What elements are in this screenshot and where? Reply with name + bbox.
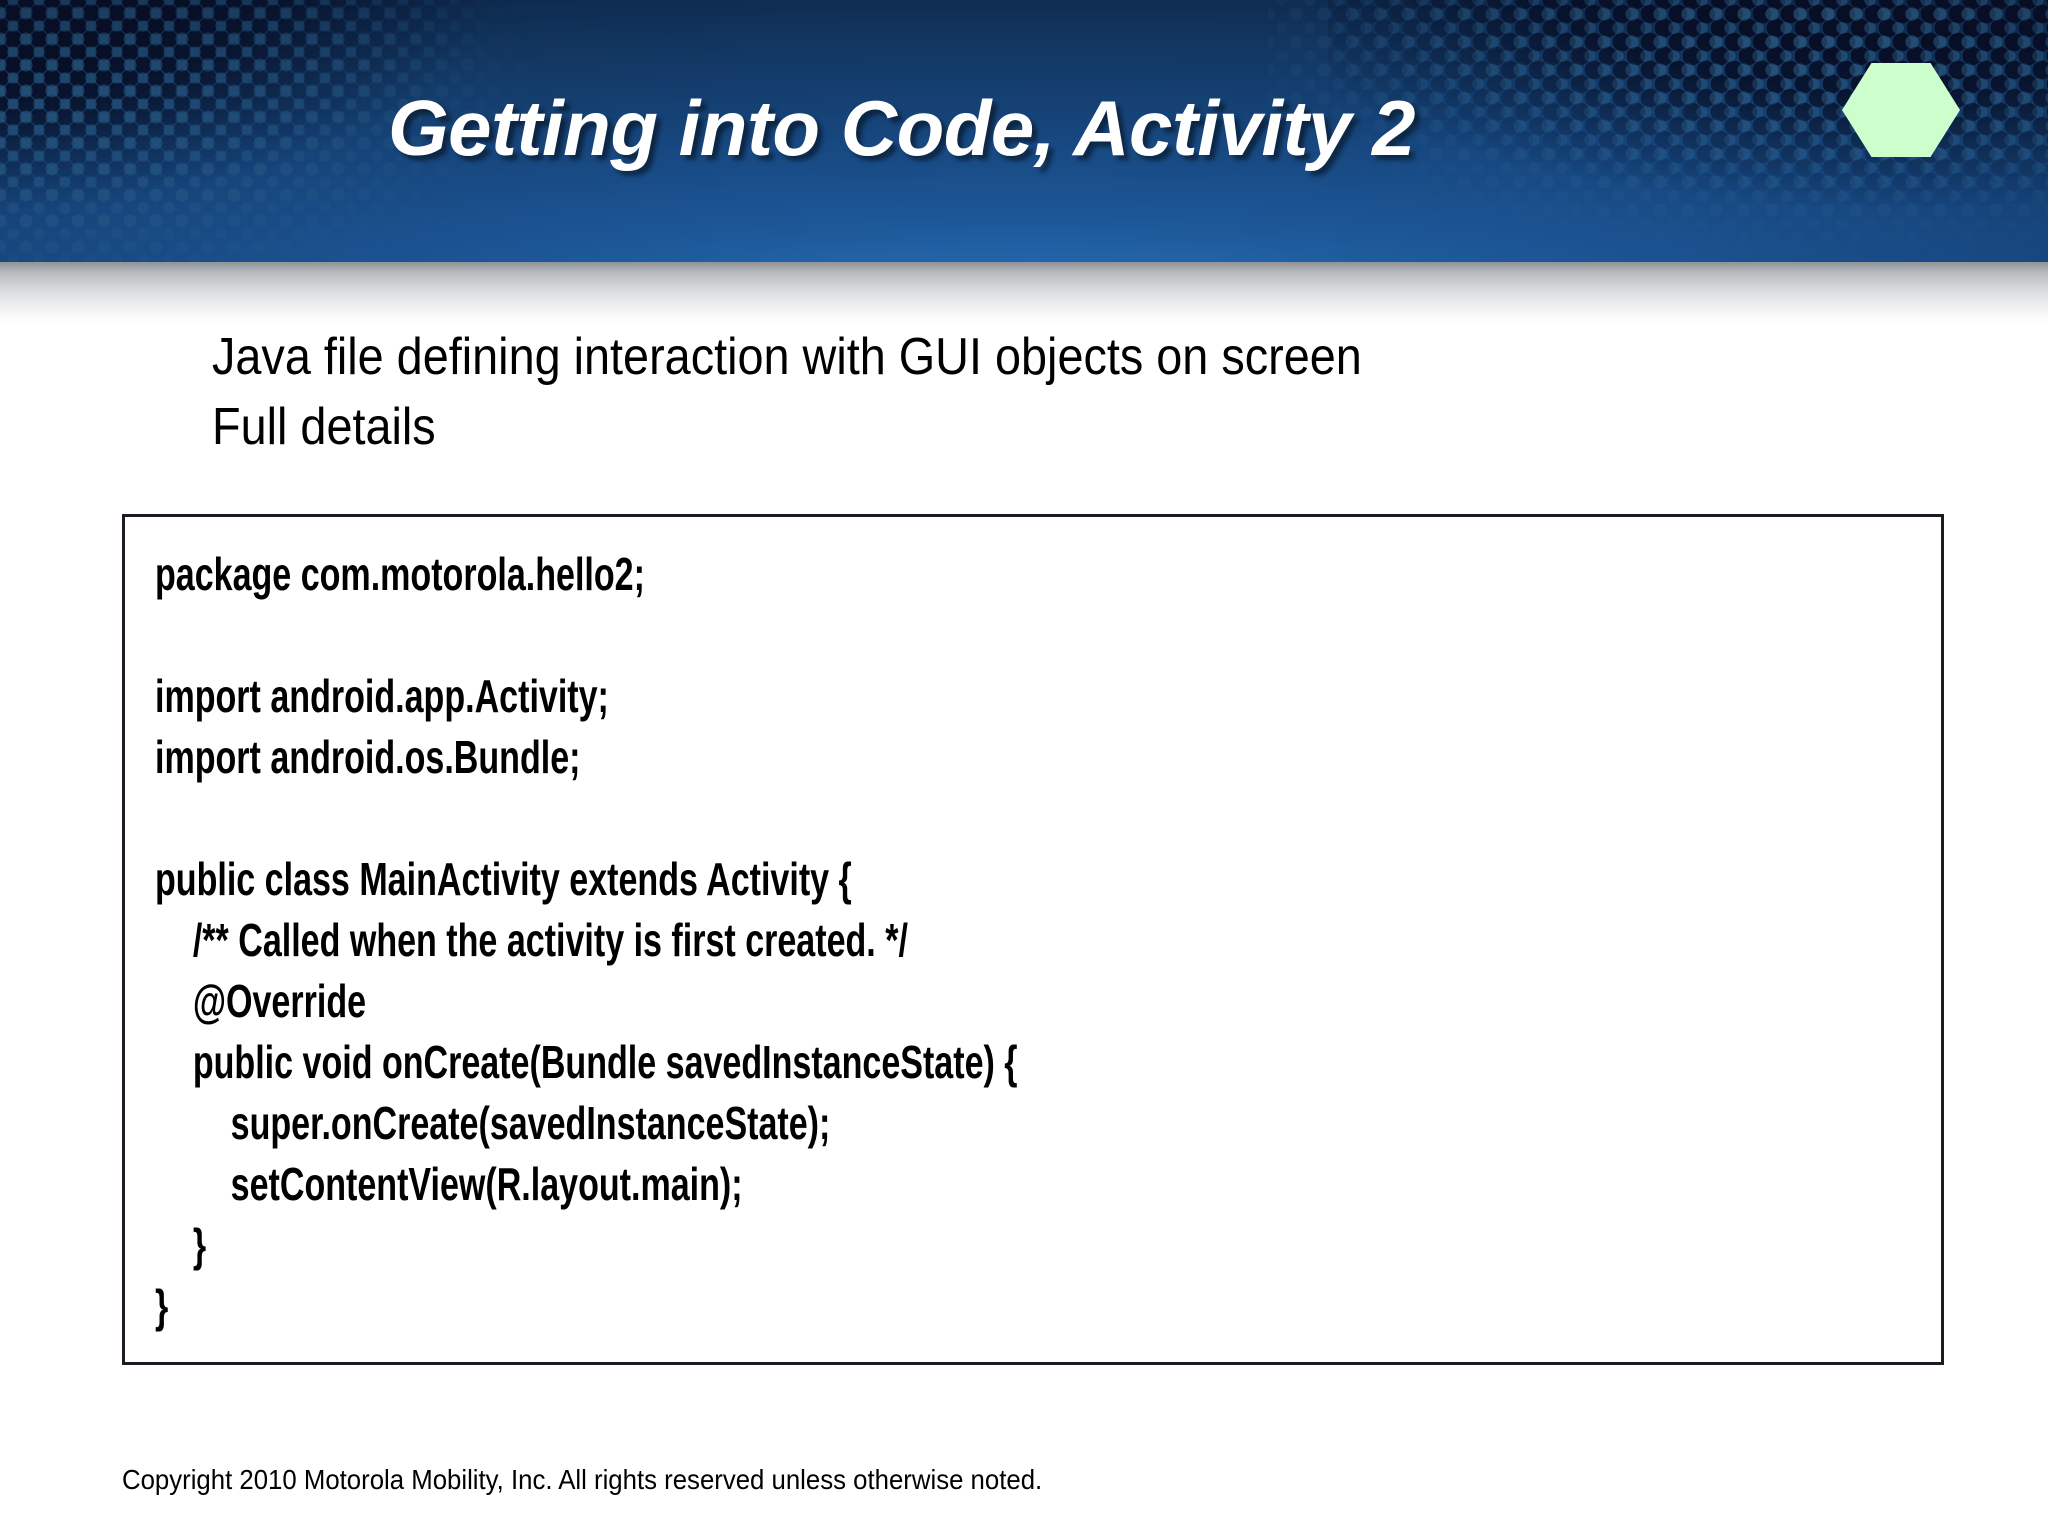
header-shadow-divider (0, 262, 2048, 324)
code-line: setContentView(R.layout.main); (155, 1158, 743, 1210)
code-line: @Override (155, 975, 367, 1027)
copyright-notice: Copyright 2010 Motorola Mobility, Inc. A… (122, 1464, 1043, 1495)
code-line: public void onCreate(Bundle savedInstanc… (155, 1036, 1018, 1088)
code-line: /** Called when the activity is first cr… (155, 914, 908, 966)
page-title: Getting into Code, Activity 2 (388, 84, 1416, 172)
hexagon-icon (1842, 63, 1960, 157)
code-line: super.onCreate(savedInstanceState); (155, 1097, 831, 1149)
code-block-container: package com.motorola.hello2; import andr… (122, 514, 1944, 1365)
code-line: import android.os.Bundle; (155, 731, 581, 783)
code-line: public class MainActivity extends Activi… (155, 853, 852, 905)
code-line: } (155, 1280, 169, 1332)
code-line: import android.app.Activity; (155, 670, 609, 722)
code-line: } (155, 1219, 207, 1271)
bullet-list: Java file defining interaction with GUI … (212, 322, 1912, 462)
code-block-body: package com.motorola.hello2; import andr… (155, 544, 1931, 1337)
code-line (155, 788, 1469, 849)
code-line: package com.motorola.hello2; (155, 548, 645, 600)
slide-header-banner: Getting into Code, Activity 2 (0, 0, 2048, 262)
bullet-item-1: Full details (212, 398, 436, 456)
code-line (155, 605, 1469, 666)
bullet-item-0: Java file defining interaction with GUI … (212, 328, 1362, 386)
